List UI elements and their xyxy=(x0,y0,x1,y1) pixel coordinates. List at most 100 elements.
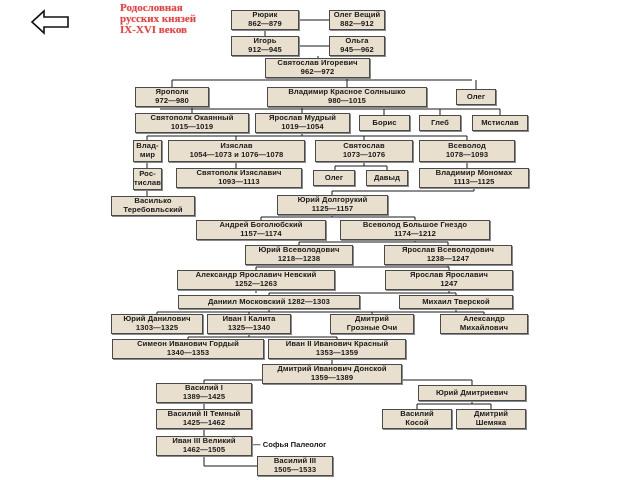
person-reign-years: 1325—1340 xyxy=(227,323,271,332)
title-line-3: IX-XVI веков xyxy=(120,24,187,36)
person-reign-years: 1303—1325 xyxy=(135,323,179,332)
person-name: Владимир Мономах xyxy=(435,168,513,178)
person-name: Святополк Изяславич xyxy=(196,168,282,178)
person-reign-years: Грозные Очи xyxy=(346,323,398,332)
person-name: Михаил Тверской xyxy=(422,296,490,306)
person-reign-years: 972—980 xyxy=(155,96,189,105)
title-line-2: русских князей xyxy=(120,13,197,25)
person-name: Мстислав xyxy=(481,117,519,127)
person-name: Борис xyxy=(372,117,397,127)
person-name: Святополк Окаянный xyxy=(150,113,234,123)
person-reign-years: 1238—1247 xyxy=(426,254,470,263)
person-name: Дмитрий Иванович Донской xyxy=(277,364,387,374)
person-reign-years: 962—972 xyxy=(300,67,335,76)
person-reign-years: 1174—1212 xyxy=(394,229,436,238)
person-reign-years: 1505—1533 xyxy=(273,465,317,474)
person-reign-years: 1125—1157 xyxy=(311,204,354,213)
person-reign-years: 1019—1054 xyxy=(281,122,324,131)
person-box-oleg-svyatoslavich-2: Олег xyxy=(313,170,355,186)
person-reign-years: тислав xyxy=(134,178,161,187)
person-reign-years: 1389—1425 xyxy=(182,392,226,401)
person-name: Юрий Всеволодович xyxy=(258,245,340,255)
person-reign-years: 882—912 xyxy=(340,19,374,28)
person-reign-years: 1015—1019 xyxy=(170,122,214,131)
person-name: Даниил Московский 1282—1303 xyxy=(208,296,330,306)
person-reign-years: 945—962 xyxy=(340,45,374,54)
person-name: Василий III xyxy=(273,456,317,466)
person-name: Изяслав xyxy=(220,141,253,151)
person-name: Симеон Иванович Гордый xyxy=(137,339,239,349)
person-name: Всеволод Большое Гнездо xyxy=(362,220,468,230)
person-reign-years: 1054—1073 и 1076—1078 xyxy=(189,150,284,159)
title-line-1: Родословная xyxy=(120,2,183,14)
person-reign-years: Шемяка xyxy=(475,418,507,427)
person-box-mstislav: Мстислав xyxy=(472,115,528,131)
spouse-label-sofya-paleolog: — Софья Палеолог xyxy=(253,440,327,449)
person-name: Ярослав Мудрый xyxy=(268,113,337,123)
person-name: Олег Вещий xyxy=(333,10,381,20)
person-reign-years: 1425—1462 xyxy=(182,418,226,427)
person-reign-years: 1252—1263 xyxy=(234,279,278,288)
person-name: Ярослав Всеволодович xyxy=(401,245,495,255)
person-name: Рос- xyxy=(139,169,156,179)
person-reign-years: 1359—1389 xyxy=(310,373,354,382)
person-box-mikhail-tverskoy: Михаил Тверской xyxy=(399,295,513,309)
person-reign-years: 1462—1505 xyxy=(182,445,226,454)
person-name: Ярополк xyxy=(155,87,189,97)
person-name: Юрий Данилович xyxy=(123,314,191,324)
person-name: Юрий Дмитриевич xyxy=(435,387,509,397)
person-name: Дмитрий xyxy=(354,314,390,324)
person-reign-years: мир xyxy=(139,150,156,159)
person-reign-years: Косой xyxy=(405,418,429,427)
person-box-daniil-moskovsky: Даниил Московский 1282—1303 xyxy=(178,295,360,309)
person-name: Святослав xyxy=(343,141,385,151)
person-box-gleb: Глеб xyxy=(419,115,461,131)
person-reign-years: 1078—1093 xyxy=(445,150,489,159)
person-name: Владимир Красное Солнышко xyxy=(288,87,406,97)
person-name: Ярослав Ярославич xyxy=(409,270,489,280)
person-reign-years: 912—945 xyxy=(248,45,282,54)
person-name: Василий I xyxy=(185,383,223,393)
person-box-vladimir-yaroslavich: Влад-мир xyxy=(133,140,162,162)
person-name: Василько xyxy=(134,196,172,206)
person-name: Влад- xyxy=(136,141,159,151)
person-name: Дмитрий xyxy=(473,409,509,419)
person-name: Давыд xyxy=(373,172,401,182)
person-reign-years: 1157—1174 xyxy=(240,229,282,238)
person-name: Андрей Боголюбский xyxy=(219,220,303,230)
person-reign-years: 1218—1238 xyxy=(277,254,321,263)
person-reign-years: 1247 xyxy=(440,279,458,288)
left-arrow-icon[interactable] xyxy=(30,9,70,35)
person-reign-years: 1093—1113 xyxy=(218,177,260,186)
person-box-rostislav: Рос-тислав xyxy=(133,168,162,190)
person-name: Александр xyxy=(463,314,505,324)
page-title: Родословная русских князей IX-XVI веков xyxy=(120,3,230,36)
person-name: Рюрик xyxy=(252,10,278,20)
person-box-david: Давыд xyxy=(366,170,408,186)
person-reign-years: 1353—1359 xyxy=(315,348,359,357)
